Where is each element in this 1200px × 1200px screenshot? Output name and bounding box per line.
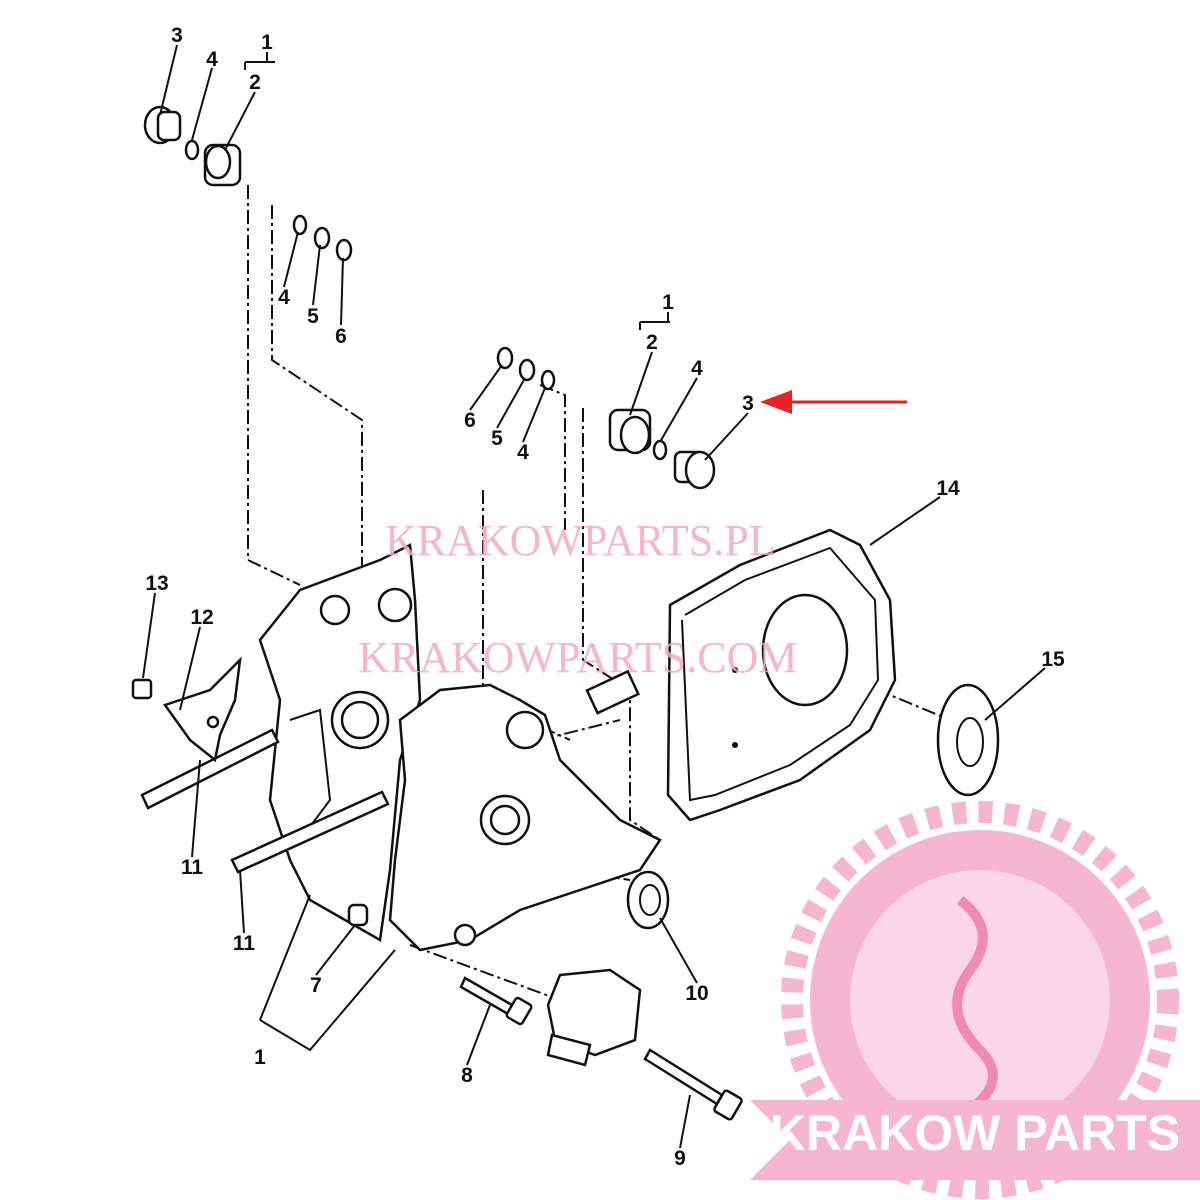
highlight-arrow bbox=[760, 390, 907, 414]
callout-2: 2 bbox=[646, 331, 658, 354]
dragon-icon bbox=[952, 896, 998, 1114]
top-left-bushing-set bbox=[143, 105, 353, 262]
leader-lines bbox=[142, 44, 1046, 1149]
callout-labels: 3 4 1 2 4 5 6 1 2 4 3 6 5 4 14 15 13 12 … bbox=[145, 24, 1065, 1170]
callout-5: 5 bbox=[307, 305, 319, 328]
callout-9: 9 bbox=[674, 1147, 686, 1170]
callout-1: 1 bbox=[662, 291, 674, 314]
callout-14: 14 bbox=[936, 477, 960, 500]
callout-11: 11 bbox=[233, 932, 256, 955]
dowel-part-7 bbox=[347, 903, 369, 927]
callout-8: 8 bbox=[461, 1064, 473, 1087]
callout-2: 2 bbox=[249, 71, 261, 94]
callout-12: 12 bbox=[190, 606, 213, 629]
callout-4: 4 bbox=[206, 48, 218, 71]
callout-10: 10 bbox=[685, 982, 708, 1005]
callout-4: 4 bbox=[517, 441, 529, 464]
callout-3: 3 bbox=[171, 24, 183, 47]
callout-11: 11 bbox=[181, 856, 204, 879]
callout-4: 4 bbox=[691, 357, 703, 380]
bolts bbox=[459, 976, 743, 1121]
callout-6: 6 bbox=[464, 409, 476, 432]
callout-13: 13 bbox=[145, 572, 168, 595]
bolt-part-8 bbox=[459, 976, 514, 1016]
krakow-parts-logo: KRAKOW PARTS bbox=[750, 801, 1200, 1199]
plate-part-12 bbox=[131, 656, 242, 763]
callout-5: 5 bbox=[491, 427, 503, 450]
cover-part-14 bbox=[666, 528, 897, 822]
callout-7: 7 bbox=[310, 974, 322, 997]
crankcase-right bbox=[388, 669, 662, 952]
logo-text: KRAKOW PARTS bbox=[770, 1105, 1180, 1161]
tensioner-body bbox=[546, 968, 642, 1067]
callout-15: 15 bbox=[1041, 648, 1065, 671]
callout-1: 1 bbox=[254, 1046, 266, 1069]
callout-1: 1 bbox=[261, 31, 273, 54]
callout-4: 4 bbox=[278, 286, 290, 309]
bolt-part-9 bbox=[643, 1048, 724, 1106]
callout-6: 6 bbox=[335, 325, 347, 348]
screw-part-13 bbox=[131, 678, 153, 700]
watermark-text-com: KRAKOWPARTS.COM bbox=[358, 633, 797, 682]
right-bushing-set bbox=[496, 346, 716, 490]
oil-seal-part-10 bbox=[626, 870, 670, 930]
callout-3-highlighted: 3 bbox=[742, 392, 754, 415]
watermark-text-pl: KRAKOWPARTS.PL bbox=[385, 516, 776, 565]
stud-bolts-part-11 bbox=[140, 728, 390, 874]
washer-part-15 bbox=[936, 683, 1000, 797]
